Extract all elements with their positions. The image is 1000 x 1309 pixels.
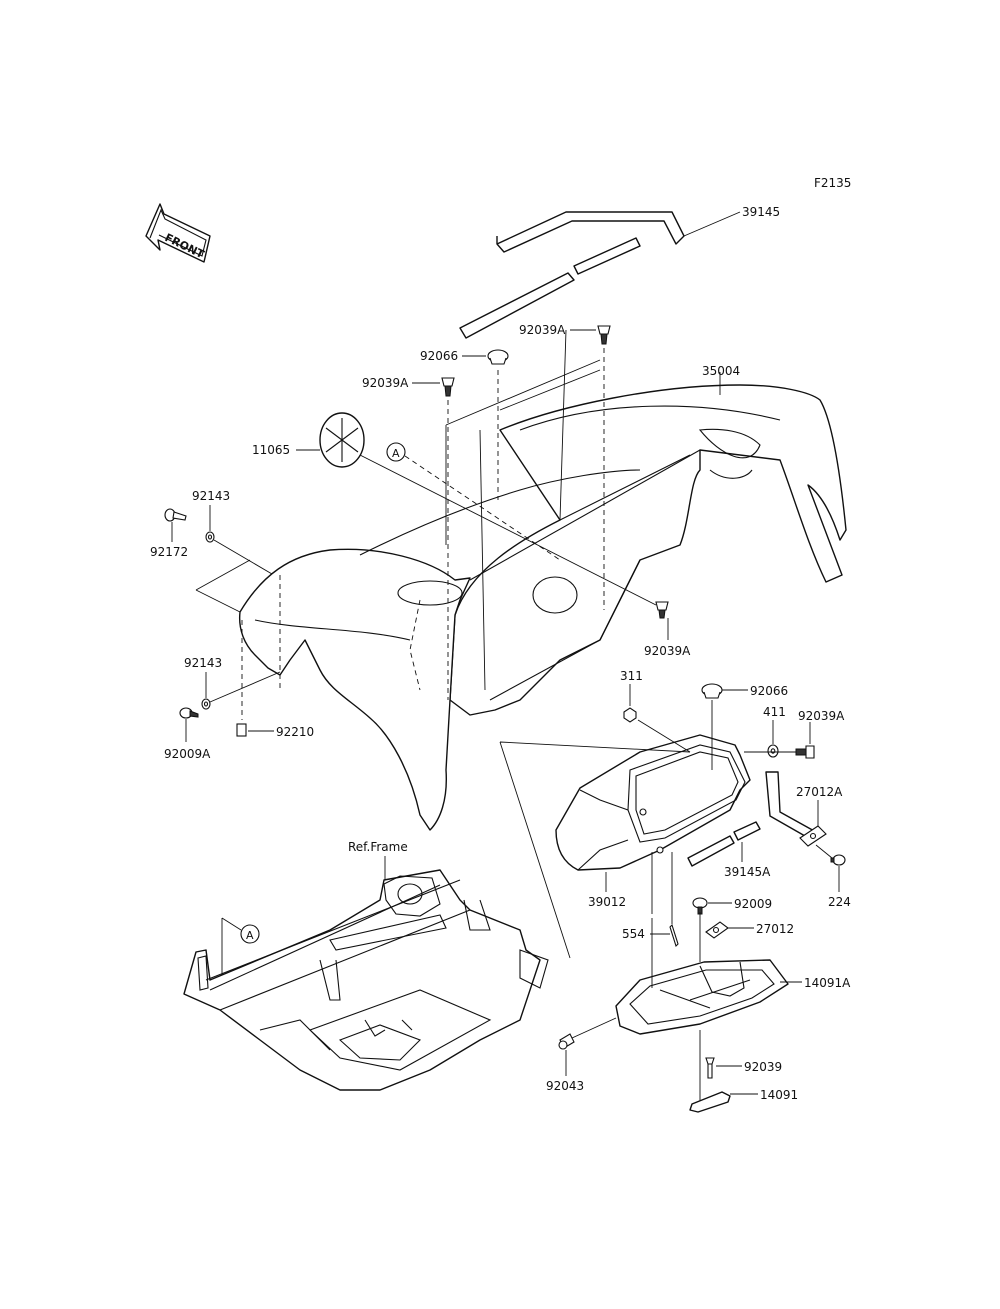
label-92009: 92009 <box>734 897 772 911</box>
label-92039a-3: 92039A <box>644 644 691 658</box>
screw-224 <box>830 854 846 866</box>
grommet-11065 <box>319 412 365 468</box>
clip-92039a-right <box>655 601 669 619</box>
dashed-callout <box>404 455 561 561</box>
guide-lid <box>651 912 701 988</box>
label-ref-frame: Ref.Frame <box>348 840 408 854</box>
label-39145: 39145 <box>742 205 780 219</box>
label-92066-lower: 92066 <box>750 684 788 698</box>
storage-box-39012 <box>555 734 751 871</box>
washer-411 <box>767 744 779 758</box>
label-14091: 14091 <box>760 1088 798 1102</box>
bolt-92172 <box>164 508 187 522</box>
callout-a-frame: A <box>240 924 260 944</box>
label-92039a-1: 92039A <box>519 323 566 337</box>
label-39012: 39012 <box>588 895 626 909</box>
guide-224 <box>815 844 833 859</box>
cap-92066-top <box>487 349 509 365</box>
label-311: 311 <box>620 669 643 683</box>
label-92009a: 92009A <box>164 747 211 761</box>
washer-92143-bottom <box>201 698 211 710</box>
guide-lines-top <box>445 329 601 691</box>
figure-code: F2135 <box>814 176 851 190</box>
lid-14091a <box>615 959 789 1035</box>
nut-311 <box>623 707 637 723</box>
guide-callout-frame-2 <box>221 917 242 931</box>
label-92066-top: 92066 <box>420 349 458 363</box>
pin-92043 <box>558 1033 575 1050</box>
front-arrow-icon: FRONT <box>145 203 211 263</box>
svg-text:A: A <box>392 447 400 460</box>
latch-27012 <box>705 921 729 939</box>
trim-strip-39145 <box>459 211 685 339</box>
trim-strip-39145a <box>687 771 817 867</box>
label-92039: 92039 <box>744 1060 782 1074</box>
guide-left-top <box>195 539 273 613</box>
nut-92210 <box>236 723 247 737</box>
label-11065: 11065 <box>252 443 290 457</box>
clip-92039a-left <box>441 377 455 397</box>
label-92039a-2: 92039A <box>362 376 409 390</box>
label-27012a: 27012A <box>796 785 843 799</box>
latch-27012a <box>799 825 827 847</box>
label-35004: 35004 <box>702 364 740 378</box>
frame-reference <box>183 869 549 1091</box>
label-92143-bottom: 92143 <box>184 656 222 670</box>
label-92039a-4: 92039A <box>798 709 845 723</box>
label-92043: 92043 <box>546 1079 584 1093</box>
rivet-92039 <box>705 1057 715 1079</box>
clip-92039a-lower <box>795 745 815 759</box>
label-554: 554 <box>622 927 645 941</box>
label-411: 411 <box>763 705 786 719</box>
clip-92039a-top <box>597 325 611 345</box>
guide-92043 <box>571 1017 617 1039</box>
label-39145a: 39145A <box>724 865 771 879</box>
label-92210: 92210 <box>276 725 314 739</box>
cap-92066-lower <box>701 683 723 699</box>
dashed-left <box>241 575 281 720</box>
svg-text:A: A <box>246 929 254 942</box>
screw-92009a <box>179 707 199 719</box>
guide-box-left <box>499 741 691 959</box>
label-14091a: 14091A <box>804 976 851 990</box>
label-92143-top: 92143 <box>192 489 230 503</box>
guide-554 <box>651 852 673 924</box>
rear-fender-35004 <box>449 384 847 716</box>
leader-39145 <box>683 211 741 237</box>
bracket-14091 <box>689 1091 731 1113</box>
label-92172: 92172 <box>150 545 188 559</box>
washer-92143-top <box>205 531 215 543</box>
callout-a-top: A <box>386 442 406 462</box>
guide-311 <box>637 719 691 753</box>
pin-554 <box>669 923 679 948</box>
label-27012: 27012 <box>756 922 794 936</box>
guide-92039a-right <box>359 454 657 606</box>
label-224: 224 <box>828 895 851 909</box>
screw-92009 <box>692 897 708 915</box>
guide-left-bottom <box>209 671 281 703</box>
front-fender <box>238 469 641 831</box>
